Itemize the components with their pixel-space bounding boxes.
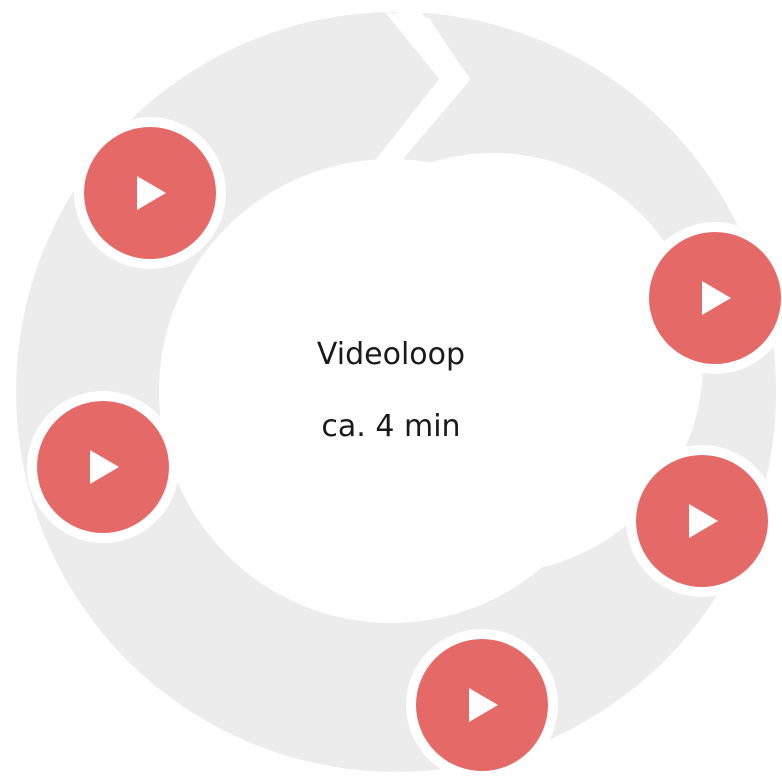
- play-button-4[interactable]: [626, 445, 778, 597]
- center-duration: ca. 4 min: [321, 409, 461, 444]
- play-icon: [689, 504, 718, 538]
- play-icon: [702, 281, 731, 315]
- center-title: Videoloop: [316, 337, 466, 372]
- play-button-1[interactable]: [74, 117, 226, 269]
- play-button-5[interactable]: [406, 629, 558, 781]
- center-circle: [159, 159, 623, 623]
- loop-arrow-gap: [355, 0, 470, 186]
- play-button-3[interactable]: [27, 391, 179, 543]
- play-icon: [469, 688, 498, 722]
- play-icon: [137, 176, 166, 210]
- play-icon: [90, 450, 119, 484]
- play-button-2[interactable]: [639, 222, 782, 374]
